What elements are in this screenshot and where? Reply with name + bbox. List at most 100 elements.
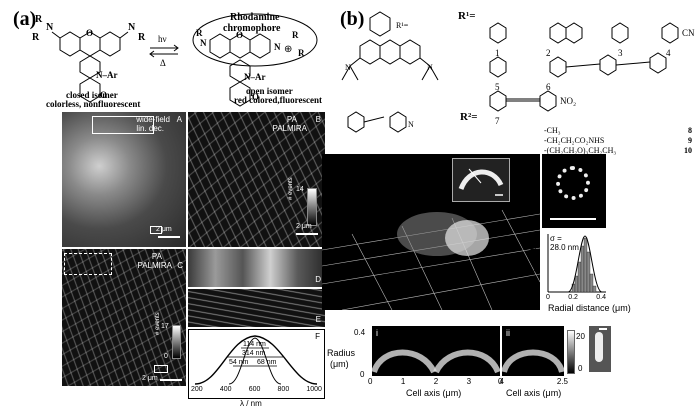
histogram-xlabel: Radial distance (μm) bbox=[548, 303, 631, 313]
open-caption-2: red colored,fluorescent bbox=[234, 95, 322, 105]
profile-ii-image: ii bbox=[502, 326, 564, 376]
widefield-scale-label: 2 μm bbox=[156, 226, 172, 233]
arrow-delta-label: Δ bbox=[160, 58, 166, 68]
closed-r1-label: R bbox=[35, 14, 43, 25]
profile-ylabel-1: Radius bbox=[327, 348, 356, 358]
r2-item: -(CH₂CH₂O)₃CH₂CH₃ 10 bbox=[544, 146, 692, 156]
open-isomer-structure bbox=[209, 33, 271, 107]
r2-n-label: N bbox=[408, 120, 414, 129]
closed-o-label: O bbox=[86, 28, 93, 38]
ring-scalebar bbox=[550, 218, 596, 220]
profile-ytick-bottom: 0 bbox=[360, 370, 365, 379]
chromophore-label-1: Rhodamine bbox=[230, 12, 280, 23]
widefield-text1: wide-field bbox=[136, 115, 170, 124]
spiro-right-n: N bbox=[427, 63, 433, 72]
open-caption-1: open isomer bbox=[246, 86, 293, 96]
palmira-b-scalebar bbox=[296, 233, 318, 235]
closed-isomer-structure bbox=[51, 31, 129, 103]
r1-label: R¹= bbox=[458, 10, 476, 22]
open-o-label: O bbox=[236, 30, 243, 40]
palmira-c-colorbar-label: # events bbox=[155, 312, 161, 335]
palmira-b-colorbar bbox=[307, 188, 317, 226]
palmira-c-text1: PA bbox=[151, 252, 162, 261]
profile-ii-xtick: 2.5 bbox=[556, 377, 568, 386]
profile-colorbar bbox=[567, 330, 575, 374]
profile-ii-xlabel: Cell axis (μm) bbox=[506, 388, 562, 398]
chromophore-label-2: chromophore bbox=[223, 23, 281, 34]
chromophore-ellipse bbox=[192, 13, 318, 67]
r1-num-7: 7 bbox=[495, 116, 500, 126]
palmira-c-roi-box bbox=[64, 253, 112, 275]
profile-i-svg bbox=[372, 349, 500, 374]
profile-i-xtick: 1 bbox=[400, 377, 406, 386]
profile-i-xtick: 2 bbox=[433, 377, 439, 386]
palmira-b-scale-label: 2 μm bbox=[296, 223, 312, 230]
micrograph-e-inset: E bbox=[188, 289, 325, 327]
micrograph-a-widefield: wide-field lin. dec. A 2 μm bbox=[62, 112, 186, 247]
closed-n2-label: N bbox=[128, 22, 136, 33]
r2-number: 10 bbox=[684, 146, 692, 155]
palmira-b-filaments bbox=[188, 112, 325, 247]
subpanel-letter-E: E bbox=[315, 315, 321, 324]
palmira-c-scalebar bbox=[160, 379, 182, 381]
palmira-b-colorbar-top: 14 bbox=[296, 186, 304, 193]
panel-a-letter: (a) bbox=[13, 8, 37, 30]
r2-label: R²= bbox=[460, 111, 478, 123]
spiro-left-n: N bbox=[345, 63, 351, 72]
histogram-xtick: 0.2 bbox=[568, 294, 578, 301]
subpanel-letter-A: A bbox=[176, 115, 182, 124]
profile-ii-arc bbox=[502, 349, 564, 374]
profile-xlabel: λ / nm bbox=[240, 399, 262, 408]
palmira-c-scale-label: 2 μm bbox=[142, 375, 158, 382]
profile-ylabel-2: (μm) bbox=[330, 359, 349, 369]
reconstruction-grid bbox=[322, 209, 540, 310]
histogram-bar bbox=[586, 251, 591, 293]
palmira-b-text2: PALMIRA bbox=[272, 124, 307, 133]
rhodamine-spiro-structure: R¹= N N bbox=[341, 11, 439, 81]
profile-i-arc-2 bbox=[433, 349, 500, 374]
r2-item: -CH₂CH₂CO₂NHS 9 bbox=[544, 136, 692, 146]
open-r1-label: R bbox=[196, 28, 203, 38]
subpanel-letter-C: C bbox=[177, 261, 183, 270]
widefield-inset-box bbox=[150, 226, 162, 234]
palmira-b-text1: PA bbox=[286, 115, 297, 124]
micrograph-b-palmira: PA PALMIRA B 14 # events 2 μm bbox=[188, 112, 325, 247]
profile-i-label: i bbox=[376, 328, 378, 338]
profile-width-4: 68 nm bbox=[257, 359, 277, 366]
open-n-ar-label: N–Ar bbox=[244, 72, 266, 82]
r2-item: -CH₃ 8 bbox=[544, 126, 692, 136]
profile-width-1: 114 nm bbox=[243, 341, 266, 348]
micrograph-c-palmira: PA PALMIRA C 17 # events 0 2 μm bbox=[62, 249, 186, 386]
palmira-c-inset-box bbox=[154, 365, 168, 373]
profile-ii-xtick: 0 bbox=[498, 377, 503, 386]
r1-cn-label: CN bbox=[682, 28, 695, 38]
profile-i-xticks: 0 1 2 3 4 bbox=[368, 377, 504, 386]
profile-i-xtick: 4 bbox=[499, 377, 504, 386]
profile-plot-f: 114 nm 314 nm 54 nm 68 nm F 200 400 600 … bbox=[188, 329, 325, 399]
r2-formula: -CH₂CH₂CO₂NHS bbox=[544, 136, 605, 145]
profile-xtick: 800 bbox=[277, 386, 290, 393]
open-n1-label: N bbox=[200, 38, 207, 48]
r2-list: -CH₃ 8 -CH₂CH₂CO₂NHS 9 -(CH₂CH₂O)₃CH₂CH₃… bbox=[544, 126, 692, 156]
inset-arc-svg bbox=[458, 168, 504, 196]
profile-i-xlabel: Cell axis (μm) bbox=[406, 388, 462, 398]
histogram-xtick: 0 bbox=[546, 294, 550, 301]
r2-styryl-pyridinium: N bbox=[347, 111, 414, 133]
profile-width-2: 314 nm bbox=[242, 350, 266, 357]
profile-xtick: 600 bbox=[248, 386, 261, 393]
inset-line bbox=[468, 168, 482, 184]
profile-i-arc-1 bbox=[372, 349, 437, 374]
inset-arc bbox=[458, 169, 504, 191]
inset-e-filaments bbox=[188, 289, 325, 327]
profile-xtick: 200 bbox=[191, 386, 203, 393]
closed-caption-2: colorless, nonfluorescent bbox=[46, 99, 141, 109]
closed-r3-label: R bbox=[138, 32, 146, 43]
open-r2-label: R bbox=[292, 30, 299, 40]
histogram-bar bbox=[583, 237, 588, 293]
r1-num-6: 6 bbox=[546, 82, 551, 92]
ring-shape bbox=[556, 166, 590, 200]
palmira-c-colorbar bbox=[172, 325, 181, 359]
widefield-blur bbox=[62, 112, 186, 247]
histogram-bar bbox=[574, 275, 579, 293]
r2-formula: -(CH₂CH₂O)₃CH₂CH₃ bbox=[544, 146, 617, 155]
